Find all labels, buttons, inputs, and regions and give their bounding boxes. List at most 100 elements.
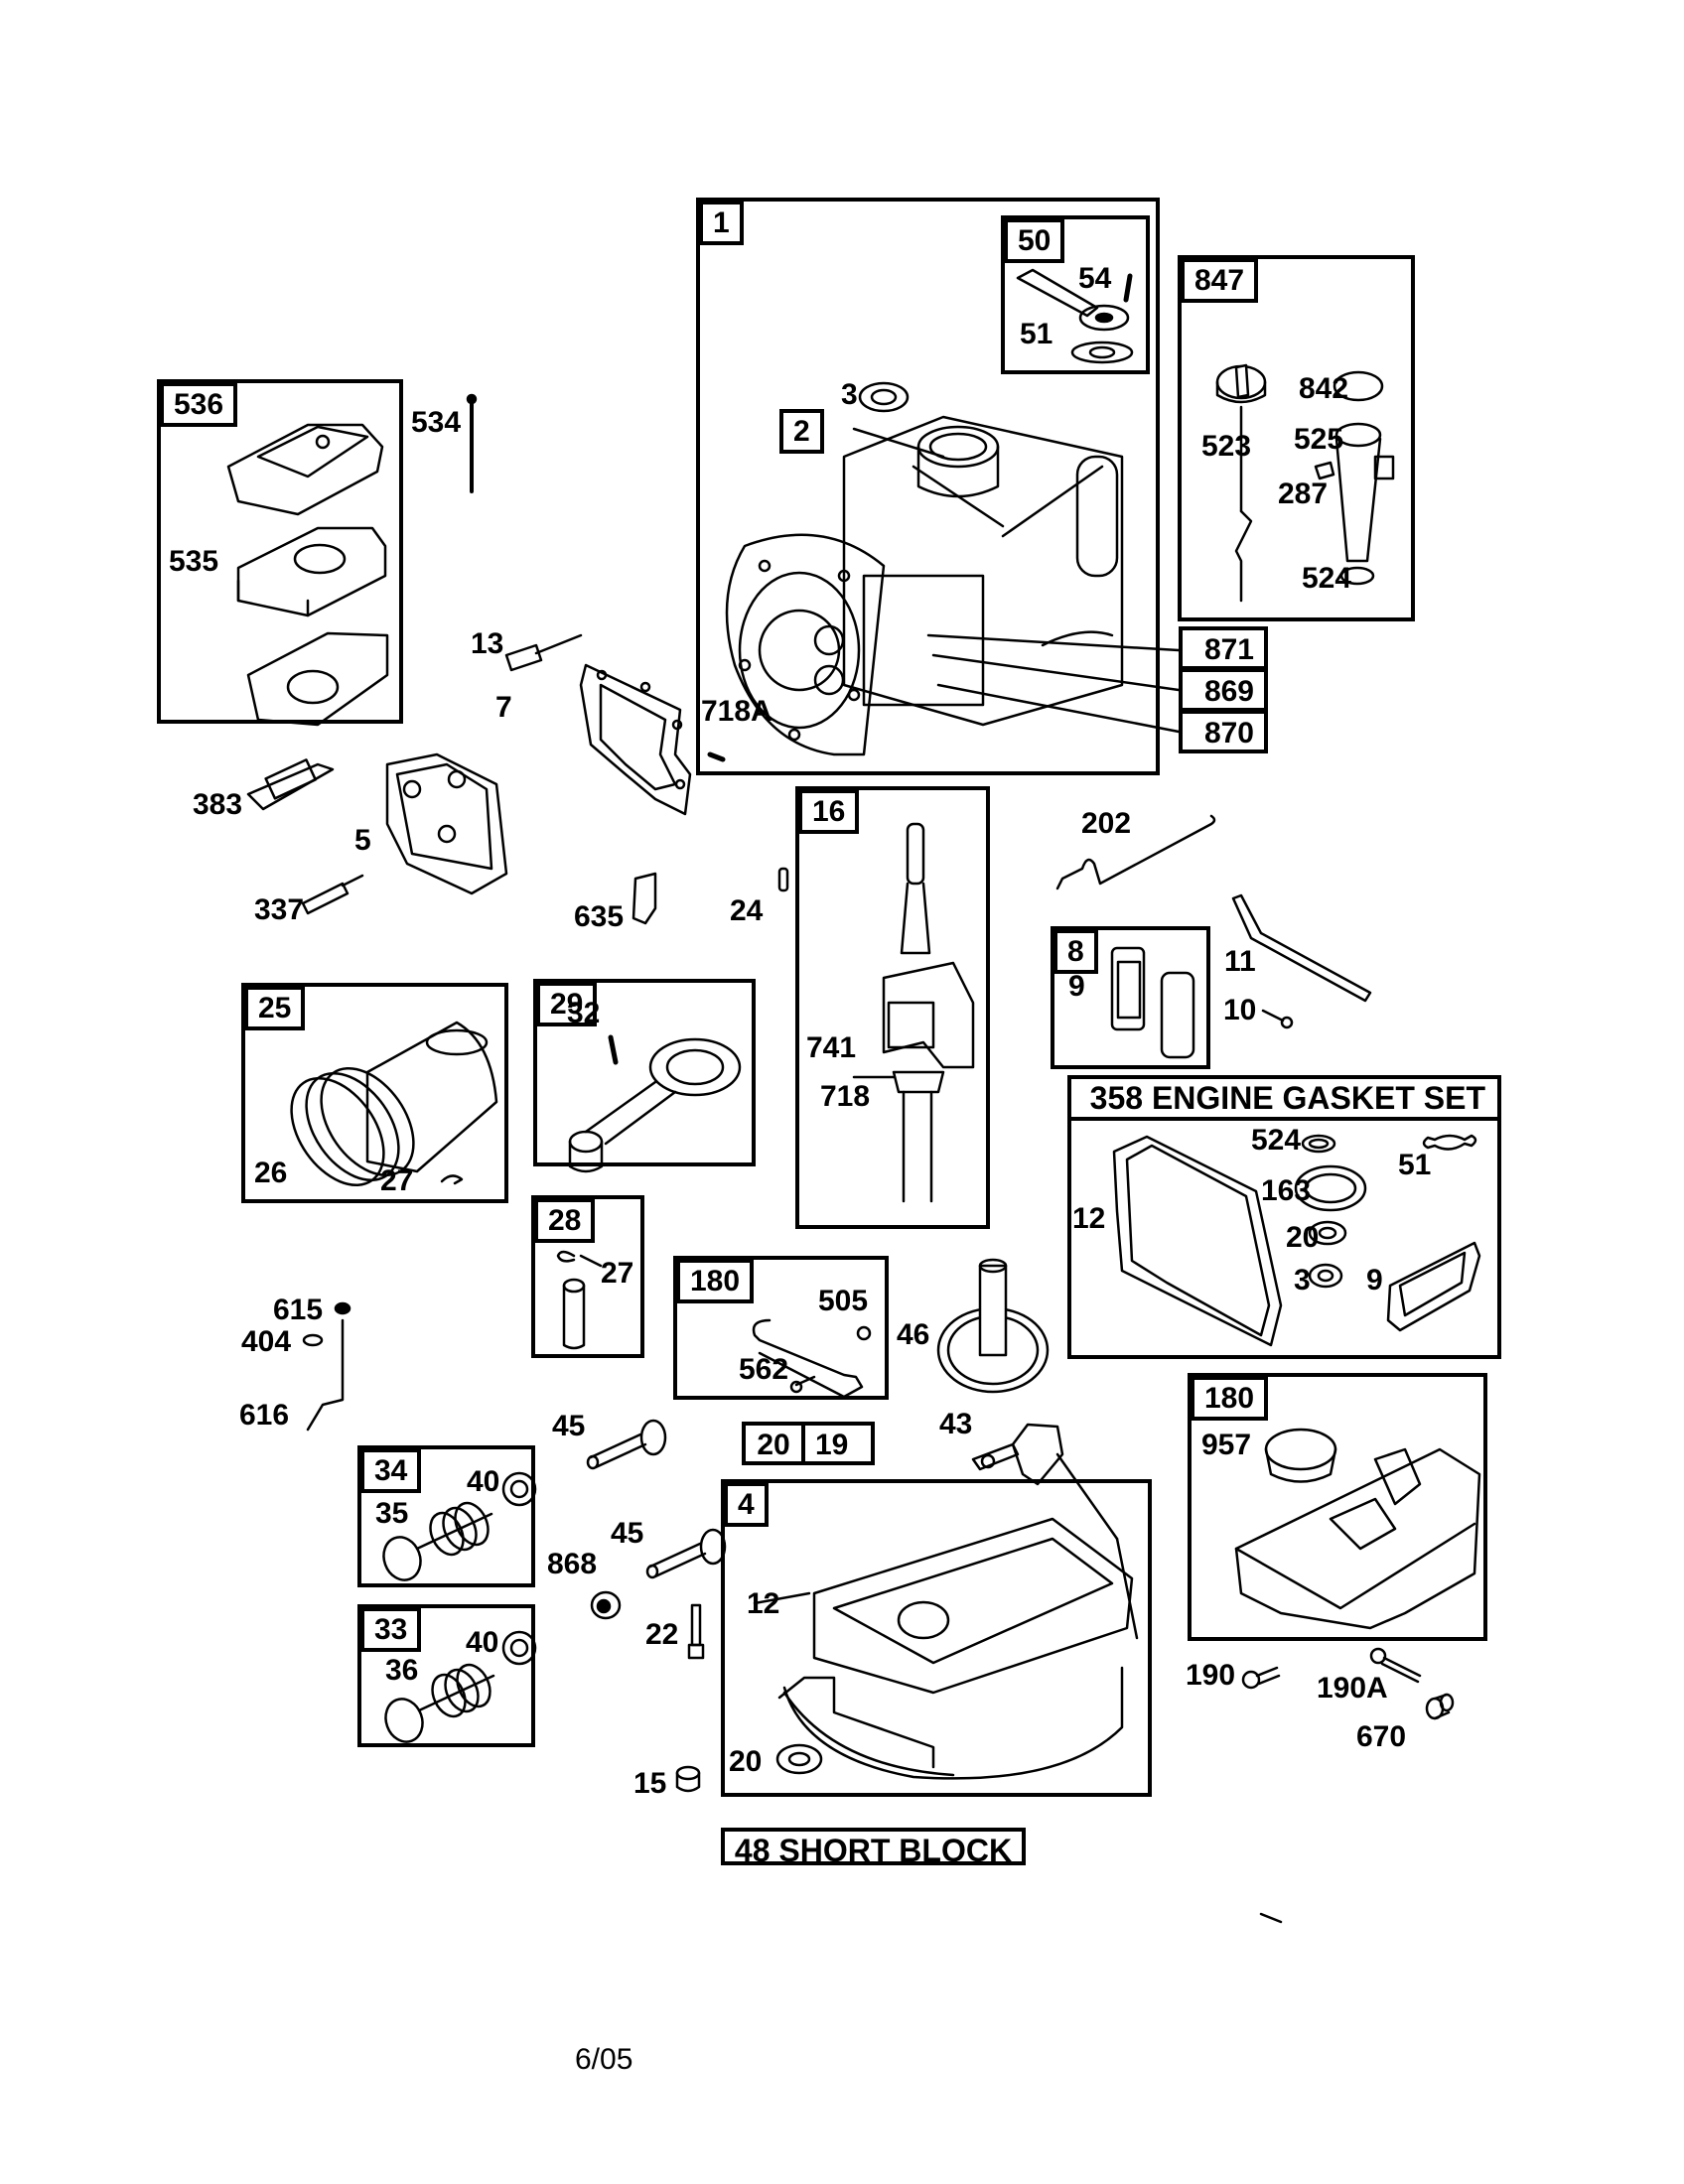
- part-label-43: 43: [939, 1408, 973, 1440]
- part-label-868: 868: [547, 1548, 598, 1580]
- valve-spring-intake-icon: [384, 1630, 537, 1743]
- dipstick-tube-icon: [1231, 893, 1372, 1924]
- part-label-842: 842: [1299, 372, 1349, 405]
- part-label-534: 534: [411, 406, 462, 439]
- part-label-9: 9: [1068, 970, 1085, 1003]
- screw-icon: [1261, 1009, 1294, 1029]
- group-358-engine-gasket-set: 358 ENGINE GASKET SET: [1067, 1075, 1501, 1359]
- part-label-615: 615: [273, 1294, 324, 1326]
- part-label-741: 741: [806, 1031, 857, 1064]
- crankshaft-icon: [852, 822, 975, 1203]
- part-label-45-upper: 45: [552, 1410, 586, 1442]
- part-label-202: 202: [1081, 807, 1132, 840]
- part-label-13: 13: [471, 627, 504, 660]
- part-label-32: 32: [567, 997, 601, 1029]
- group-33-intake-valve: 33: [357, 1604, 535, 1747]
- dipstick-icon: [1215, 363, 1395, 603]
- part-label-35: 35: [375, 1497, 409, 1530]
- connecting-rod-icon: [568, 1034, 742, 1173]
- group-4-sump: 4: [721, 1479, 1152, 1797]
- part-label-15: 15: [633, 1767, 667, 1800]
- breather-tube-icon: [1016, 268, 1134, 364]
- air-filter-icon: [226, 393, 478, 727]
- part-label-635: 635: [574, 900, 625, 933]
- tappet-lower-icon: [645, 1528, 727, 1579]
- group-tag-180-tank: 180: [1191, 1376, 1269, 1421]
- group-tag-25: 25: [244, 986, 306, 1030]
- part-label-10: 10: [1223, 994, 1257, 1026]
- group-34-exhaust-valve: 34: [357, 1445, 535, 1587]
- tappet-upper-icon: [586, 1419, 667, 1470]
- part-label-337: 337: [254, 893, 305, 926]
- group-tag-536: 536: [160, 382, 238, 427]
- part-label-27-wrist: 27: [601, 1257, 634, 1290]
- part-label-54: 54: [1078, 262, 1112, 295]
- bolt-22-icon: [687, 1603, 705, 1660]
- part-label-51-gasket: 51: [1398, 1149, 1432, 1181]
- bolt-190-icon: [1241, 1666, 1281, 1690]
- part-label-524-gasket: 524: [1251, 1124, 1302, 1157]
- cylinder-head-icon: [246, 633, 789, 925]
- part-label-616: 616: [239, 1399, 290, 1432]
- oil-pump-icon: [971, 1423, 1064, 1486]
- spacer-670-icon: [1425, 1693, 1455, 1720]
- part-label-190A: 190A: [1317, 1672, 1388, 1705]
- part-tag-19: 19: [801, 1422, 875, 1465]
- part-label-3-gasket: 3: [1294, 1264, 1311, 1297]
- part-label-535: 535: [169, 545, 219, 578]
- valve-seal-icon: [590, 1590, 622, 1620]
- part-label-5: 5: [354, 824, 371, 857]
- part-label-26: 26: [254, 1157, 288, 1189]
- wrist-pin-icon: [556, 1250, 603, 1350]
- group-tag-28: 28: [534, 1198, 596, 1243]
- revision-date: 6/05: [575, 2043, 633, 2076]
- group-tag-847: 847: [1181, 258, 1259, 303]
- part-tag-20: 20: [742, 1422, 805, 1465]
- part-label-562: 562: [739, 1353, 789, 1386]
- group-50-breather: 50: [1001, 215, 1150, 374]
- part-label-287: 287: [1278, 478, 1329, 510]
- part-label-27: 27: [380, 1164, 414, 1197]
- part-label-718A: 718A: [701, 695, 772, 728]
- group-28-wrist-pin: 28: [531, 1195, 644, 1358]
- part-label-7: 7: [495, 691, 512, 724]
- group-tag-34: 34: [360, 1448, 422, 1493]
- group-tag-2: 2: [779, 409, 824, 454]
- part-label-523: 523: [1201, 430, 1252, 463]
- group-tag-16: 16: [798, 789, 860, 834]
- group-tag-8: 8: [1053, 929, 1098, 974]
- group-1-cylinder: 1: [696, 198, 1160, 775]
- part-label-3: 3: [841, 378, 858, 411]
- group-29-connecting-rod: 29: [533, 979, 756, 1166]
- part-label-383: 383: [193, 788, 243, 821]
- part-label-957: 957: [1201, 1429, 1252, 1461]
- part-label-505: 505: [818, 1285, 869, 1317]
- part-label-40-exhaust: 40: [467, 1465, 500, 1498]
- group-tag-33: 33: [360, 1607, 422, 1652]
- cylinder-block-icon: [707, 381, 1124, 762]
- part-label-20-sump: 20: [729, 1745, 763, 1778]
- part-label-12-gasket: 12: [1072, 1202, 1106, 1235]
- group-8-gasket: 8: [1051, 926, 1210, 1069]
- cam-gear-icon: [936, 1258, 1050, 1394]
- group-tag-4: 4: [724, 1482, 769, 1527]
- group-tag-180-lever: 180: [676, 1259, 755, 1303]
- fuel-tank-icon: [1234, 1428, 1481, 1630]
- gasket-set-title: 358 ENGINE GASKET SET: [1067, 1075, 1501, 1121]
- part-label-36: 36: [385, 1654, 419, 1687]
- part-label-404: 404: [241, 1325, 292, 1358]
- bolt-190A-icon: [1369, 1647, 1422, 1684]
- part-label-40-intake: 40: [466, 1626, 499, 1659]
- group-16-crankshaft: 16: [795, 786, 990, 1229]
- group-25-piston: 25: [241, 983, 508, 1203]
- group-180-fuel-tank: 180: [1188, 1373, 1487, 1641]
- governor-link-icon: [1055, 814, 1216, 890]
- intake-gasket-icon: [1110, 946, 1195, 1059]
- part-label-46: 46: [897, 1318, 930, 1351]
- part-label-870: 870: [1179, 710, 1268, 753]
- governor-shaft-icon: [302, 1301, 351, 1432]
- part-label-670: 670: [1356, 1720, 1407, 1753]
- part-label-51: 51: [1020, 318, 1053, 350]
